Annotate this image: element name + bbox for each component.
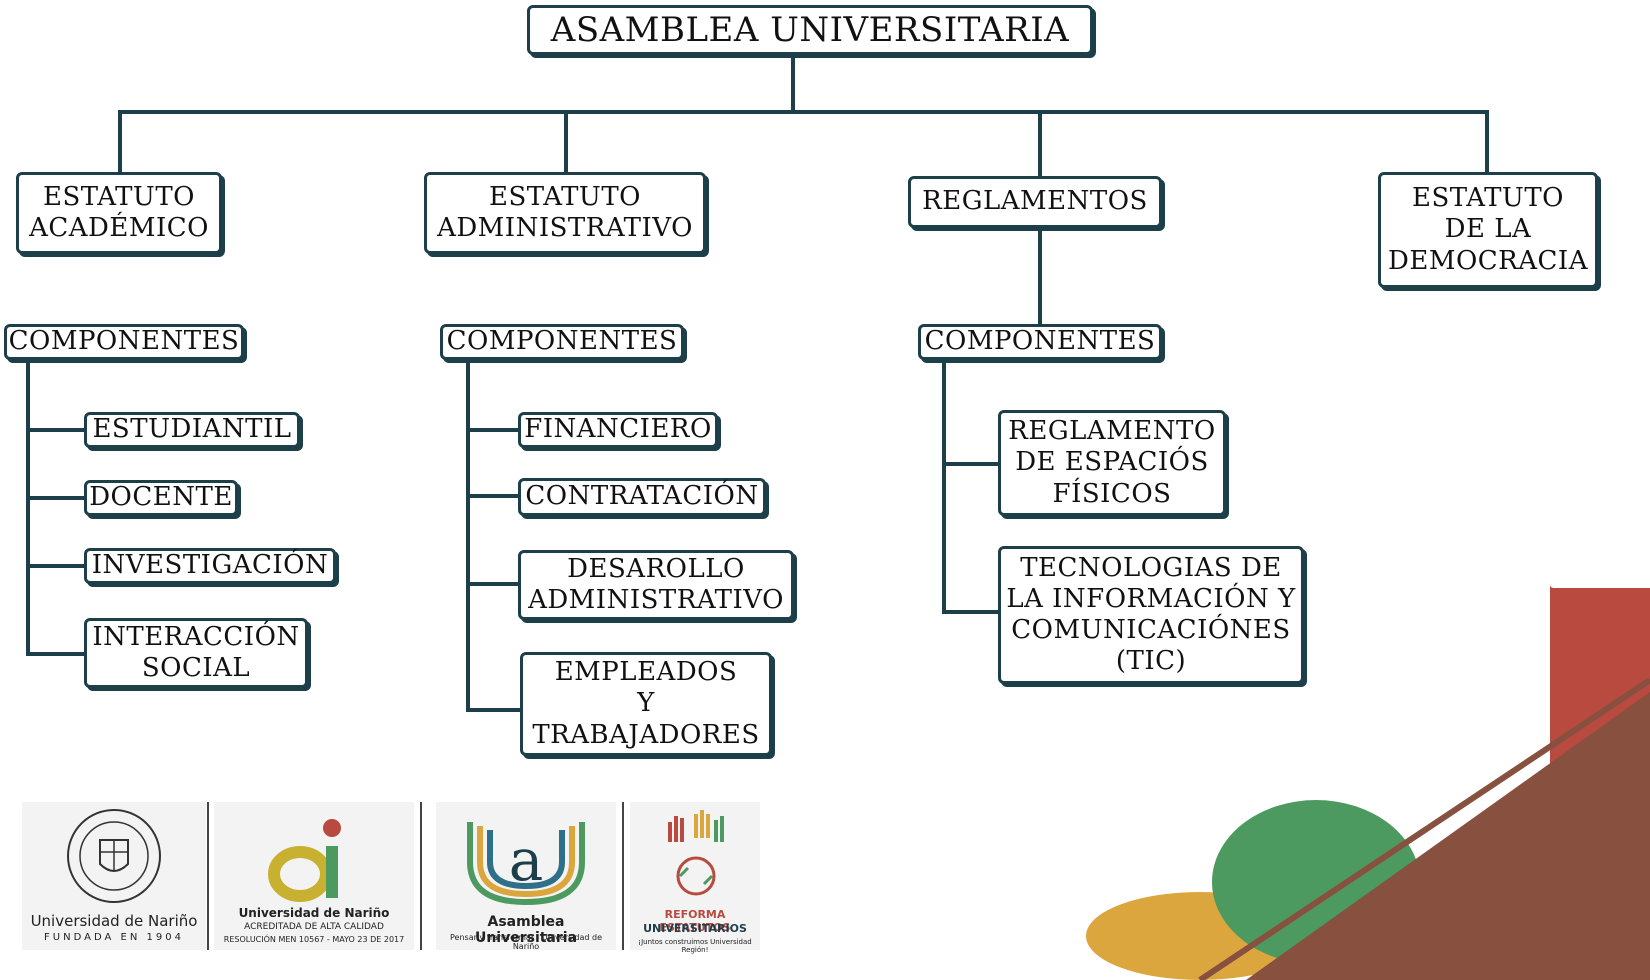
logo-acreditada: Universidad de Nariño ACREDITADA DE ALTA… xyxy=(214,802,414,950)
logo-asamblea-name: Asamblea Universitaria xyxy=(474,914,578,946)
reforma-hands-icon xyxy=(668,810,724,896)
diagonal-line xyxy=(1198,677,1650,980)
asamblea-mark-icon: a xyxy=(467,822,585,906)
leaf-docente: DOCENTE xyxy=(84,480,238,516)
componentes-academico: COMPONENTES xyxy=(4,324,244,360)
leaf-tic: TECNOLOGIAS DE LA INFORMACIÓN Y COMUNICA… xyxy=(998,546,1304,684)
node-estatuto-academico: ESTATUTO ACADÉMICO xyxy=(16,172,222,254)
logo-asamblea-sub: Pensar y transformar | Universidad de Na… xyxy=(450,933,602,951)
brown-triangle xyxy=(1246,692,1650,980)
node-estatuto-administrativo: ESTATUTO ADMINISTRATIVO xyxy=(424,172,706,254)
logo-acreditada-line2: RESOLUCIÓN MEN 10567 - MAYO 23 DE 2017 xyxy=(223,935,405,944)
logo-reforma-line1: REFORMA ESTATUTOS xyxy=(659,908,731,934)
logo-reforma-line2: UNIVERSITARIOS xyxy=(643,922,747,935)
university-seal-icon xyxy=(67,809,161,903)
logo-reforma-sub: ¡Juntos construimos Universidad Región! xyxy=(638,938,752,954)
logo-separator xyxy=(622,802,624,950)
componentes-administrativo: COMPONENTES xyxy=(440,324,684,360)
logo-separator xyxy=(420,802,422,950)
decorative-corner-art xyxy=(1086,584,1650,980)
leaf-reglamento-espacios: REGLAMENTO DE ESPACIÓS FÍSICOS xyxy=(998,410,1226,516)
leaf-empleados-trabajadores: EMPLEADOS Y TRABAJADORES xyxy=(520,652,772,756)
svg-text:a: a xyxy=(509,826,544,894)
logo-acreditada-name: Universidad de Nariño xyxy=(238,906,390,920)
node-estatuto-democracia: ESTATUTO DE LA DEMOCRACIA xyxy=(1378,172,1598,288)
logo-udenar-sub: FUNDADA EN 1904 xyxy=(44,932,184,943)
logo-universidad-narino: Universidad de Nariño FUNDADA EN 1904 xyxy=(22,802,206,950)
logo-separator xyxy=(207,802,209,950)
logo-reforma: REFORMA ESTATUTOS UNIVERSITARIOS ¡Juntos… xyxy=(630,802,760,954)
leaf-estudiantil: ESTUDIANTIL xyxy=(84,412,300,448)
leaf-contratacion: CONTRATACIÓN xyxy=(518,478,766,516)
acreditada-mark-icon xyxy=(268,819,341,902)
componentes-reglamentos: COMPONENTES xyxy=(918,324,1162,360)
logo-udenar-name: Universidad de Nariño xyxy=(30,912,198,930)
logo-asamblea: a Asamblea Universitaria Pensar y transf… xyxy=(436,802,616,951)
leaf-desarollo-administrativo: DESAROLLO ADMINISTRATIVO xyxy=(518,550,794,620)
leaf-investigacion: INVESTIGACIÓN xyxy=(84,548,336,584)
root-node: ASAMBLEA UNIVERSITARIA xyxy=(527,5,1093,55)
leaf-financiero: FINANCIERO xyxy=(518,412,718,448)
node-reglamentos: REGLAMENTOS xyxy=(908,176,1162,228)
leaf-interaccion-social: INTERACCIÓN SOCIAL xyxy=(84,618,308,688)
logo-acreditada-line1: ACREDITADA DE ALTA CALIDAD xyxy=(244,922,384,932)
